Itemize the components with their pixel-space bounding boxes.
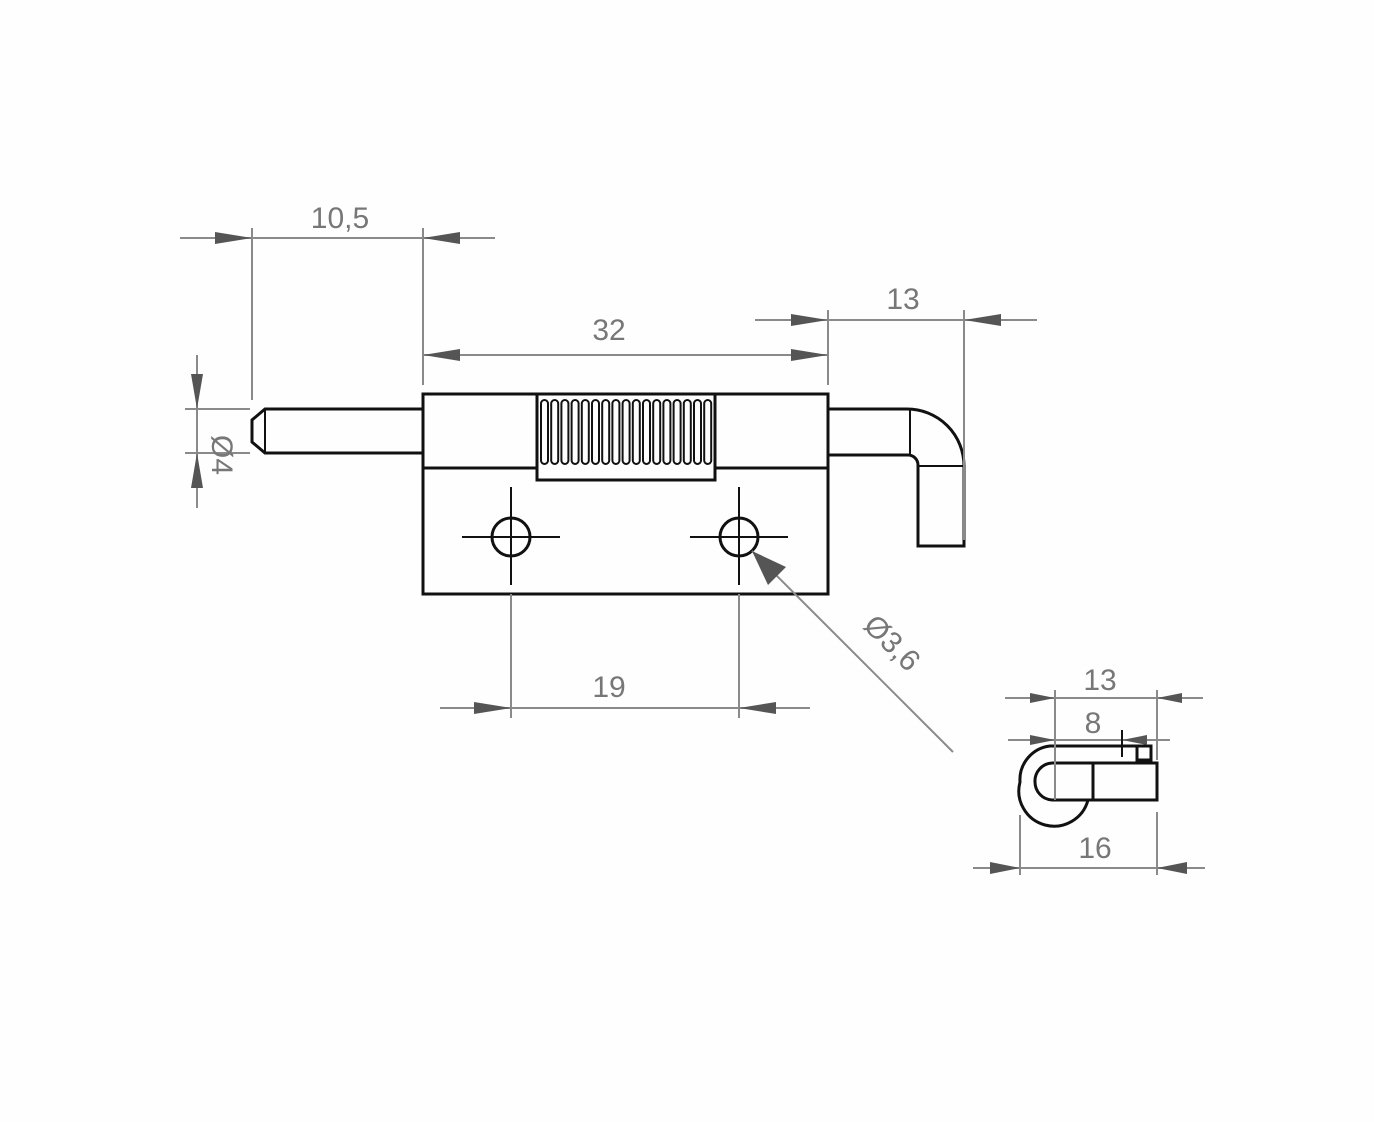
- spring: [540, 399, 713, 465]
- spring-coil: [580, 399, 590, 465]
- dimension-16-side: 16: [973, 812, 1205, 875]
- spring-coil: [550, 399, 560, 465]
- spring-coil: [662, 399, 672, 465]
- dim-label: 19: [592, 671, 625, 704]
- dimension-13-top: 13: [755, 283, 1037, 540]
- hinge-body: [421, 392, 830, 596]
- dim-label: 13: [886, 283, 919, 316]
- dimension-8-side: 8: [1008, 707, 1170, 757]
- spring-coil: [540, 399, 549, 465]
- spring-coil: [570, 399, 580, 465]
- spring-coil: [621, 399, 631, 465]
- dim-label: 8: [1085, 707, 1102, 740]
- dimension-diameter-4: Ø4: [185, 355, 250, 508]
- spring-slot: [535, 394, 717, 482]
- dimension-13-side: 13: [1005, 664, 1203, 800]
- spring-coil: [591, 399, 600, 465]
- spring-coil: [631, 399, 641, 465]
- side-view: [1017, 744, 1159, 828]
- left-pin: [250, 407, 423, 455]
- spring-coil: [611, 399, 621, 465]
- mount-hole-left: [462, 487, 560, 585]
- dim-label: 10,5: [311, 202, 369, 235]
- dimension-10-5: 10,5: [180, 202, 495, 400]
- mount-hole-right: [690, 487, 788, 585]
- dim-label: Ø4: [205, 435, 238, 475]
- spring-coil: [560, 399, 570, 465]
- dim-label: 16: [1078, 832, 1111, 865]
- spring-coil: [652, 399, 662, 465]
- dimension-diameter-3-6: Ø3,6: [751, 550, 954, 753]
- spring-coil: [672, 399, 682, 465]
- hook-pin: [828, 407, 966, 548]
- dimension-32: 32: [423, 310, 829, 385]
- spring-coil: [682, 399, 692, 465]
- spring-coil: [642, 399, 651, 465]
- spring-coil: [703, 399, 713, 465]
- front-view: [250, 392, 966, 596]
- spring-coil: [601, 399, 611, 465]
- spring-coil: [693, 399, 702, 465]
- dimension-19: 19: [440, 594, 810, 718]
- dim-label: 13: [1083, 664, 1116, 697]
- dim-label: 32: [592, 314, 625, 347]
